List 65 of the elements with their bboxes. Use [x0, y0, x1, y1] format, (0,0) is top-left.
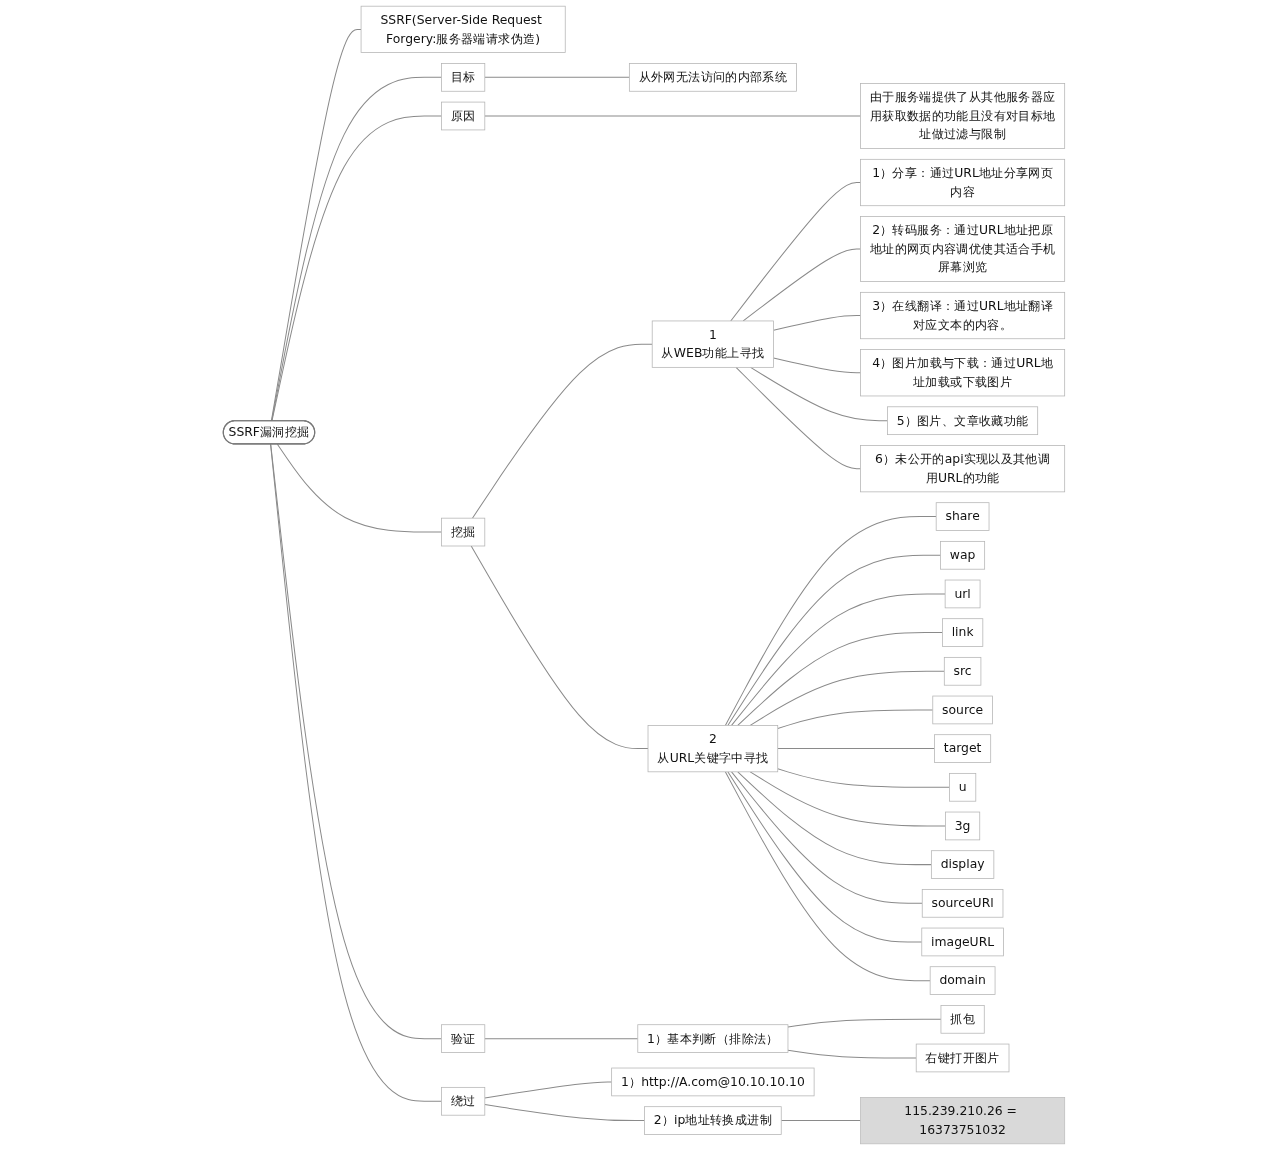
node-box: 挖掘 [441, 517, 486, 547]
connector [750, 366, 888, 422]
connector [484, 1081, 613, 1099]
connector [727, 771, 923, 943]
node-box: 1 从WEB功能上寻找 [651, 320, 774, 368]
node-box: target [934, 734, 992, 763]
connector [731, 593, 946, 726]
connector [724, 516, 937, 726]
connector [773, 357, 862, 374]
connector [724, 771, 931, 982]
node-box: domain [929, 966, 996, 995]
connector [730, 182, 862, 322]
connector [787, 1049, 917, 1059]
node-box: 1）分享：通过URL地址分享网页内容 [860, 158, 1066, 207]
node-box: u [949, 773, 977, 802]
node-box: 从外网无法访问的内部系统 [628, 63, 797, 92]
connector [731, 771, 923, 904]
connector [276, 443, 442, 533]
node-box: wap [940, 540, 986, 570]
node-box: imageURL [921, 927, 1004, 957]
connector [777, 748, 935, 750]
node-box: link [942, 618, 984, 647]
connector [737, 632, 943, 726]
node-box: url [944, 579, 981, 609]
connector [484, 76, 630, 78]
node-box: display [930, 850, 995, 879]
connector [777, 768, 950, 788]
node-box: 原因 [441, 101, 486, 131]
node-box: src [943, 656, 982, 686]
node-box: 6）未公开的api实现以及其他调用URL的功能 [860, 445, 1066, 493]
node-box: 3）在线翻译：通过URL地址翻译对应文本的内容。 [860, 291, 1066, 340]
connector [727, 554, 942, 726]
node-box: 绕过 [441, 1086, 486, 1116]
node-box: 目标 [441, 63, 486, 92]
connector [773, 315, 862, 331]
node-box: SSRF(Server-Side Request Forgery:服务器端请求伪造) [360, 5, 566, 53]
connector [737, 771, 932, 866]
connector [484, 115, 862, 117]
node-box: 2）ip地址转换成进制 [644, 1106, 782, 1135]
node-box: 3g [945, 811, 981, 841]
connector [749, 771, 946, 827]
connector [742, 248, 862, 322]
node-box: 115.239.210.26 = 16373751032 [860, 1097, 1066, 1145]
node-box: 2 从URL关键字中寻找 [647, 725, 779, 773]
node-box: 1）http://A.com@10.10.10.10 [611, 1067, 815, 1097]
node-box: 1）基本判断（排除法） [637, 1024, 789, 1053]
connector [470, 545, 649, 750]
node-box: 由于服务端提供了从其他服务器应用获取数据的功能且没有对目标地址做过滤与限制 [860, 83, 1066, 149]
connector [484, 1038, 639, 1040]
connector [749, 670, 945, 726]
node-box: share [935, 502, 990, 531]
node-box: 2）转码服务：通过URL地址把原地址的网页内容调优使其适合手机屏幕浏览 [860, 216, 1066, 282]
connector [735, 366, 862, 470]
connector [471, 343, 653, 519]
node-box: 抓包 [940, 1005, 985, 1034]
node-box: 右键打开图片 [915, 1043, 1010, 1073]
connector [777, 709, 934, 729]
node-box: 5）图片、文章收藏功能 [887, 406, 1039, 435]
connector [484, 1104, 646, 1122]
connector [787, 1018, 942, 1028]
node-box: 4）图片加载与下载：通过URL地址加载或下载图片 [860, 349, 1066, 397]
connector [780, 1120, 862, 1122]
node-box: 验证 [441, 1024, 486, 1053]
node-box: sourceURl [921, 889, 1004, 918]
node-box: source [932, 695, 993, 725]
